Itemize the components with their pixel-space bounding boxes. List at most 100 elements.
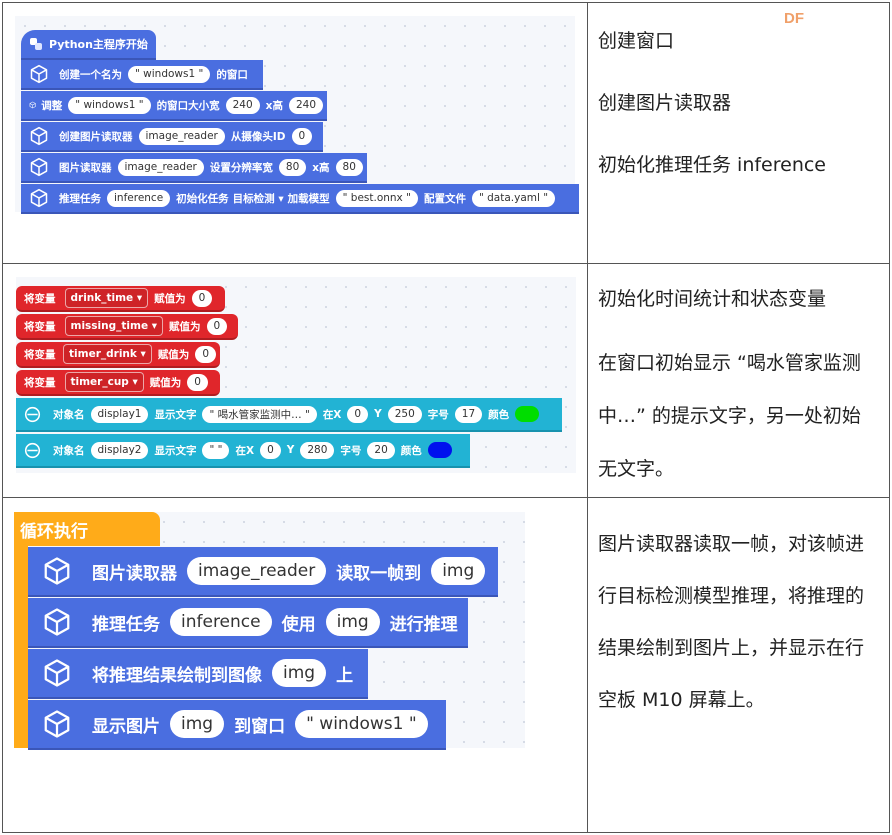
value-input[interactable]: 250 [387, 405, 422, 423]
block-text: 到窗口 [234, 716, 286, 737]
color-swatch[interactable] [515, 406, 540, 422]
block-workspace-main[interactable]: Python主程序开始 创建一个名为" windows1 "的窗口调整" win… [15, 16, 579, 214]
block-text: 显示文字 [154, 408, 197, 421]
block-text: 显示图片 [92, 716, 160, 737]
block-text: 显示文字 [154, 444, 197, 457]
block-text: 进行推理 [389, 614, 458, 635]
loop-statement-block[interactable]: 显示图片 img 到窗口 " windows1 " [28, 700, 446, 750]
block-text: 将变量 [24, 320, 56, 333]
variable-dropdown[interactable]: timer_cup ▾ [64, 372, 144, 392]
cube-icon [44, 608, 70, 636]
value-input[interactable]: " data.yaml " [471, 189, 556, 207]
display-object-icon [24, 406, 41, 422]
block-text: 加载模型 [287, 192, 330, 205]
value-input[interactable]: " windows1 " [68, 96, 151, 114]
value-input[interactable]: 0 [291, 127, 313, 145]
block-text: 将变量 [24, 348, 56, 361]
value-input[interactable]: " windows1 " [128, 65, 211, 83]
cube-icon [30, 157, 48, 177]
block-text: 的窗口大小宽 [156, 99, 220, 112]
value-input[interactable]: 0 [187, 373, 208, 391]
value-input[interactable]: display2 [90, 441, 149, 459]
value-input[interactable]: 80 [278, 158, 307, 176]
value-input[interactable]: image_reader [138, 127, 225, 145]
loop-hat-block[interactable]: 循环执行 [14, 512, 160, 546]
cube-icon [30, 126, 48, 146]
value-input[interactable]: img [272, 659, 327, 687]
color-swatch[interactable] [427, 442, 452, 458]
value-input[interactable]: 80 [335, 158, 363, 176]
value-input[interactable]: 17 [454, 405, 483, 423]
value-input[interactable]: img [325, 608, 380, 636]
cube-icon [30, 64, 48, 84]
loop-arm [14, 546, 28, 748]
block-text: 图片读取器 [92, 563, 177, 584]
block-text: 使用 [281, 614, 316, 635]
block-text: 读取一帧到 [336, 563, 422, 584]
display-object-icon [24, 442, 41, 458]
block-text: 推理任务 [59, 192, 101, 205]
row-divider [2, 497, 890, 498]
block-text: 将推理结果绘制到图像 [92, 665, 262, 686]
block-text: 颜色 [400, 444, 422, 457]
variable-dropdown[interactable]: drink_time ▾ [64, 288, 149, 308]
desc-row1: 创建窗口 创建图片读取器 初始化推理任务 inference [598, 26, 878, 181]
loop-statement-block[interactable]: 将推理结果绘制到图像 img 上 [28, 649, 368, 699]
row-divider [2, 263, 890, 264]
block-text: 对象名 [53, 408, 85, 421]
value-input[interactable]: image_reader [117, 158, 204, 176]
variable-dropdown[interactable]: missing_time ▾ [64, 316, 163, 336]
value-input[interactable]: 0 [260, 441, 281, 459]
value-input[interactable]: 0 [191, 289, 213, 307]
value-input[interactable]: img [431, 557, 486, 585]
python-start-hat-block[interactable]: Python主程序开始 [21, 30, 156, 60]
value-input[interactable]: 240 [288, 96, 323, 114]
block-text: x高 [265, 99, 283, 112]
value-input[interactable]: display1 [90, 405, 149, 423]
block-text: 设置分辨率宽 [209, 161, 273, 174]
value-input[interactable]: 20 [367, 441, 395, 459]
value-input[interactable]: 0 [195, 345, 216, 363]
loop-statement-block[interactable]: 图片读取器 image_reader 读取一帧到 img [28, 547, 498, 597]
value-input[interactable]: " windows1 " [295, 710, 428, 738]
value-input[interactable]: inference [107, 189, 171, 207]
watermark: DF [784, 10, 804, 27]
block-text: 创建一个名为 [59, 68, 122, 81]
cube-icon [30, 188, 48, 208]
set-variable-block[interactable]: 将变量 missing_time ▾ 赋值为 0 [16, 314, 238, 340]
python-statement-block[interactable]: 调整 " windows1 " 的窗口大小宽 240 x高 240 [21, 91, 327, 121]
block-text: 调整 [41, 99, 63, 112]
python-icon [30, 38, 42, 50]
cube-icon [44, 557, 70, 585]
value-input[interactable]: 0 [206, 317, 228, 335]
value-input[interactable]: img [170, 710, 225, 738]
value-input[interactable]: inference [170, 608, 272, 636]
value-input[interactable]: " " [202, 441, 230, 459]
block-text: 赋值为 [169, 320, 201, 333]
desc-paragraph: 图片读取器读取一帧，对该帧进行目标检测模型推理，将推理的结果绘制到图片上，并显示… [598, 533, 865, 711]
value-input[interactable]: 280 [300, 441, 335, 459]
block-text: x高 [312, 161, 330, 174]
value-input[interactable]: 240 [225, 96, 260, 114]
block-text: 上 [336, 665, 354, 686]
value-input[interactable]: image_reader [187, 557, 327, 585]
python-statement-block[interactable]: 创建一个名为" windows1 "的窗口 [21, 60, 263, 90]
dropdown[interactable]: 目标检测 ▾ [232, 192, 284, 205]
value-input[interactable]: " best.onnx " [335, 189, 418, 207]
block-text: 字号 [340, 444, 362, 457]
value-input[interactable]: " 喝水管家监测中… " [202, 405, 317, 423]
variable-dropdown[interactable]: timer_drink ▾ [63, 344, 152, 364]
value-input[interactable]: 0 [347, 405, 369, 423]
